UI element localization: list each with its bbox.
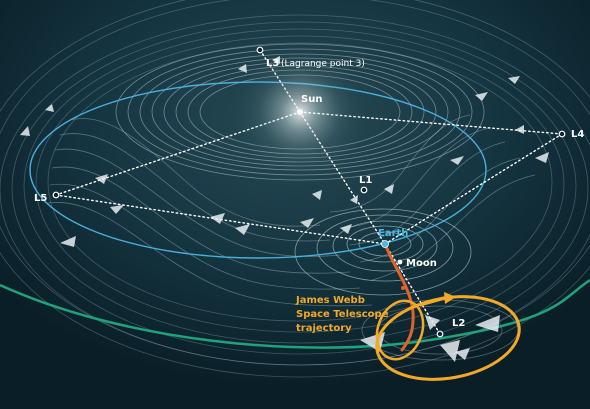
l1-label: L1 [359, 175, 372, 186]
sun-marker [297, 109, 303, 115]
jwst-label-line1: James Webb [295, 295, 365, 306]
earth-label: Earth [378, 228, 408, 239]
l5-marker [52, 191, 60, 199]
l4-label: L4 [571, 129, 584, 140]
l3-sublabel: (Lagrange point 3) [281, 59, 365, 69]
l3-label: L3 [266, 58, 279, 69]
jwst-label-line2: Space Telescope [296, 309, 389, 320]
jwst-trajectory [383, 242, 415, 352]
l1-marker [360, 186, 368, 194]
l2-label: L2 [452, 318, 465, 329]
trajectory-arrow-line [419, 296, 446, 307]
l3-marker [256, 46, 264, 54]
l2-marker [436, 330, 444, 338]
l5-label: L5 [34, 193, 47, 204]
sun-label: Sun [301, 94, 322, 105]
l2-halo-orbit-inner [375, 299, 425, 361]
jwst-label-line3: trajectory [296, 323, 352, 334]
trajectory-start-marker [401, 286, 405, 290]
earth-marker [381, 240, 389, 248]
moon-label: Moon [406, 258, 437, 269]
moon-marker [397, 259, 403, 265]
l4-marker [558, 130, 566, 138]
trajectory-arrowhead [444, 292, 456, 304]
earth-contours [294, 208, 472, 296]
wavy-contours [47, 114, 536, 307]
